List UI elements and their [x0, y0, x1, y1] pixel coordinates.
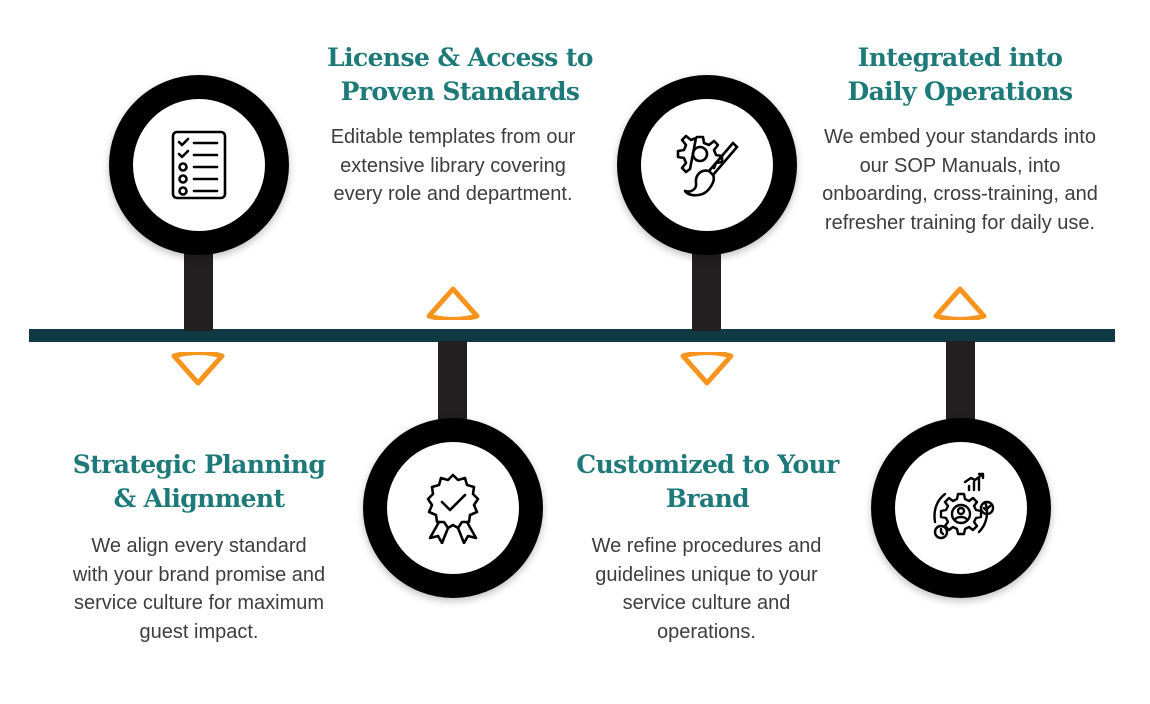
rosette-check-icon: [426, 473, 480, 544]
step-1-icon-circle: [109, 75, 289, 255]
step-1-marker: [171, 352, 225, 386]
step-3-icon-circle: [617, 75, 797, 255]
step-2-title: License & Access to Proven Standards: [327, 43, 593, 106]
step-3-title: Customized to Your Brand: [576, 450, 839, 513]
step-1-title: Strategic Planning & Alignment: [72, 450, 326, 513]
step-1-stem: [184, 245, 213, 331]
step-3-stem: [692, 245, 721, 331]
step-2-description: Editable templates from our extensive li…: [330, 126, 576, 205]
step-4-marker: [933, 286, 987, 320]
gear-cycle-icon: [933, 472, 995, 540]
timeline-bar: [29, 329, 1115, 342]
step-2-marker: [426, 286, 480, 320]
checklist-icon: [171, 130, 227, 200]
step-4-description: We embed your standards into our SOP Man…: [822, 126, 1098, 234]
step-4-icon-circle: [871, 418, 1051, 598]
step-1-description: We align every standard with your brand …: [72, 535, 326, 643]
step-2-icon-circle: [363, 418, 543, 598]
gear-brush-icon: [676, 134, 739, 197]
step-4-stem: [946, 341, 975, 431]
step-2-stem: [438, 341, 467, 431]
step-4-title: Integrated into Daily Operations: [847, 43, 1073, 106]
step-3-description: We refine procedures and guidelines uniq…: [591, 535, 822, 643]
step-3-marker: [680, 352, 734, 386]
